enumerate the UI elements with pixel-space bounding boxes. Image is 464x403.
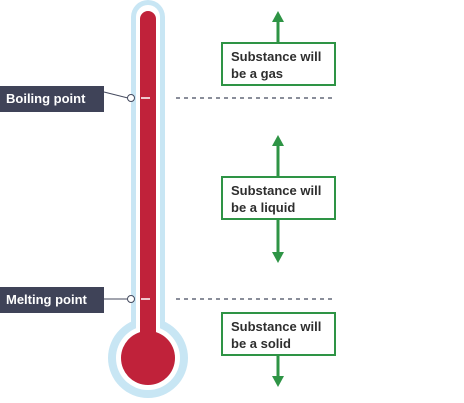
- gas-state-box: Substance will be a gas: [221, 42, 336, 86]
- solid-state-line2: be a solid: [231, 336, 291, 351]
- boiling-point-marker: [103, 91, 334, 102]
- gas-up-arrow-head: [272, 11, 284, 22]
- boiling-point-label: Boiling point: [0, 86, 104, 112]
- melting-pin: [127, 295, 135, 303]
- state-arrows: [272, 11, 284, 387]
- melting-point-label: Melting point: [0, 287, 104, 313]
- solid-state-box: Substance will be a solid: [221, 312, 336, 356]
- liquid-state-line1: Substance will: [231, 183, 322, 198]
- thermometer-bulb-liquid: [121, 331, 175, 385]
- gas-state-line1: Substance will: [231, 49, 322, 64]
- liquid-state-box: Substance will be a liquid: [221, 176, 336, 220]
- thermometer: [108, 0, 188, 398]
- thermometer-liquid-column: [140, 11, 156, 341]
- liquid-state-line2: be a liquid: [231, 200, 296, 215]
- boiling-leader-line: [103, 91, 129, 99]
- solid-down-arrow-head: [272, 376, 284, 387]
- gas-state-line2: be a gas: [231, 66, 284, 81]
- melting-point-marker: [104, 295, 334, 303]
- boiling-pin: [127, 94, 135, 102]
- liquid-up-arrow-head: [272, 135, 284, 146]
- liquid-down-arrow-head: [272, 252, 284, 263]
- solid-state-line1: Substance will: [231, 319, 322, 334]
